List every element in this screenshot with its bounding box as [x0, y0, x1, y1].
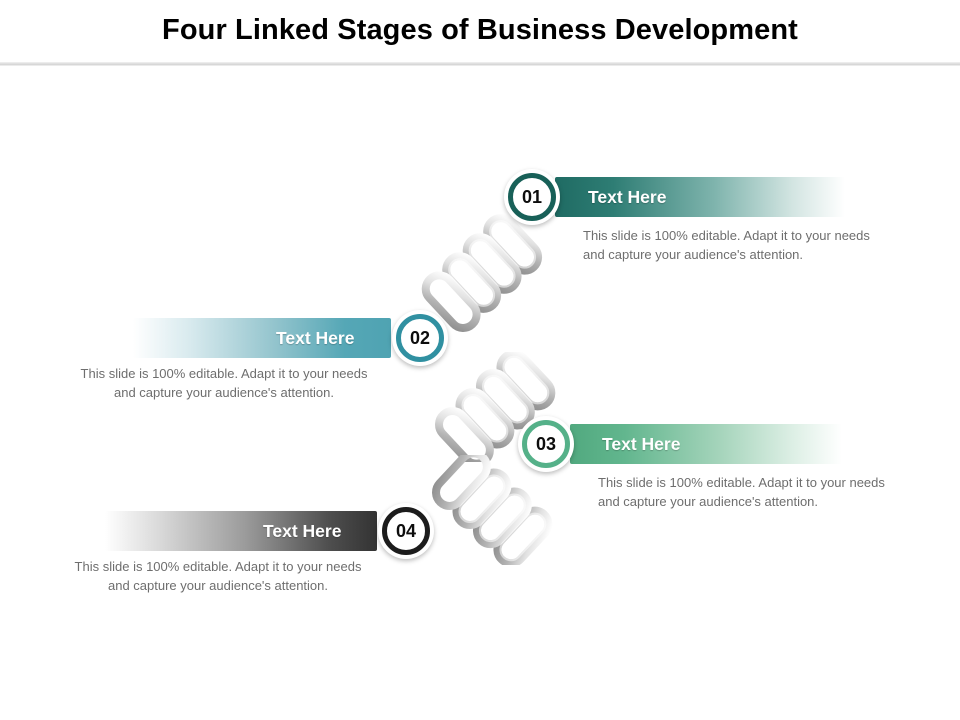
stage-01-bar [555, 177, 845, 217]
stage-04-description: This slide is 100% editable. Adapt it to… [74, 559, 362, 593]
stage-04-bar [105, 511, 377, 551]
stage-04-number: 04 [395, 521, 417, 541]
stage-02-bar [133, 318, 391, 358]
stage-01-label: Text Here [588, 187, 667, 207]
stage-02-number: 02 [409, 328, 431, 348]
title-divider [0, 62, 960, 66]
page-title: Four Linked Stages of Business Developme… [162, 14, 798, 46]
stage-04-label: Text Here [263, 521, 342, 541]
stage-04-ring [382, 507, 430, 555]
stage-02-badge[interactable] [392, 310, 448, 366]
stage-01-number: 01 [521, 187, 543, 207]
stage-03-description: This slide is 100% editable. Adapt it to… [598, 475, 885, 509]
stage-01-description: This slide is 100% editable. Adapt it to… [583, 228, 870, 262]
stage-02-label: Text Here [276, 328, 355, 348]
stage-02-description: This slide is 100% editable. Adapt it to… [80, 366, 368, 400]
stage-03-number: 03 [535, 434, 557, 454]
stage-02-ring [396, 314, 444, 362]
stage-04-badge[interactable] [378, 503, 434, 559]
stage-03-bar [570, 424, 842, 464]
stage-03-ring [522, 420, 570, 468]
stage-03-label: Text Here [602, 434, 681, 454]
